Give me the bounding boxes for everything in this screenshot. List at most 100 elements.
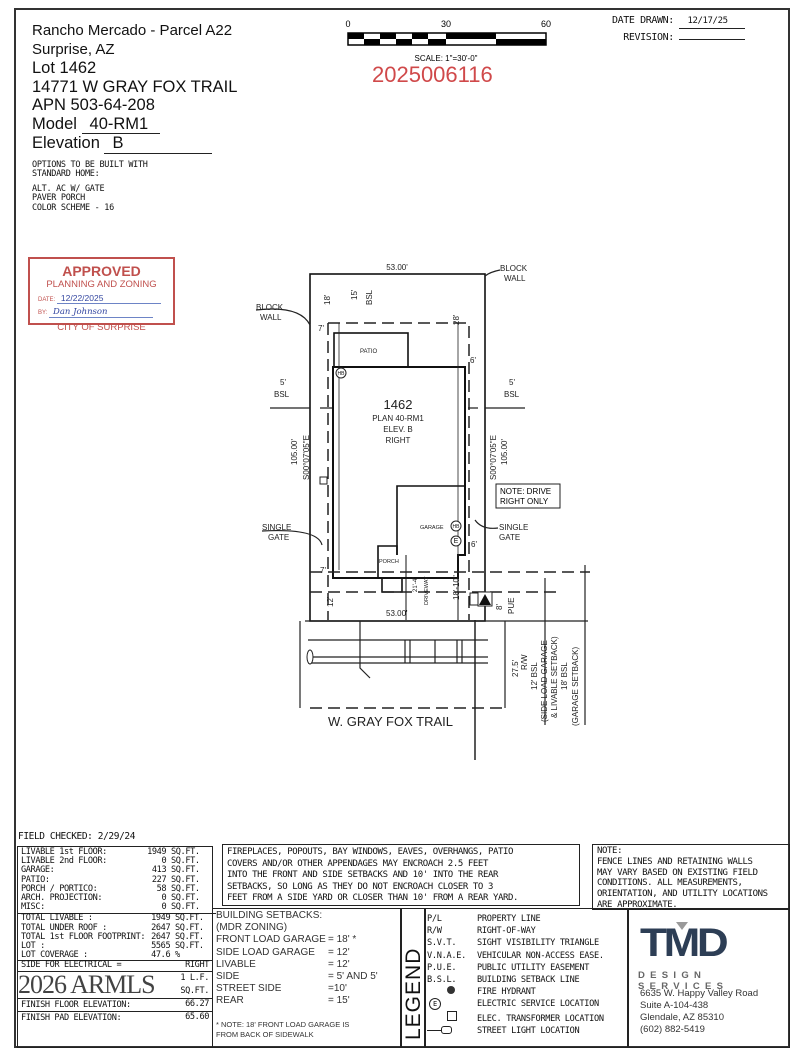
electrical-row: SIDE FOR ELECTRICAL =RIGHT: [18, 960, 212, 970]
stamp-subtitle: PLANNING AND ZONING: [46, 279, 157, 290]
model-label: Model: [32, 114, 77, 133]
street-light-icon: [427, 1025, 477, 1037]
setback-line: [328, 322, 470, 620]
electric-label: E: [454, 538, 459, 545]
area-label: MISC:: [21, 902, 45, 913]
dim-12-label: 12': [326, 596, 335, 607]
legend-item: FIRE HYDRANT: [427, 986, 604, 998]
note-line: INTO THE FRONT AND SIDE SETBACKS AND 10'…: [227, 870, 498, 880]
area-label: LIVABLE 1st FLOOR:: [21, 847, 107, 857]
address-line: Suite A-104-438: [640, 1000, 709, 1011]
setback-label: REAR: [216, 995, 244, 1007]
watermark: 2026 ARMLS: [18, 970, 156, 1000]
area-value: 0 SQ.FT.: [161, 893, 200, 904]
transformer-symbol-icon: [479, 594, 491, 605]
area-group-1: LIVABLE 1st FLOOR:1949 SQ.FT.LIVABLE 2nd…: [18, 847, 212, 912]
project-name: Rancho Mercado - Parcel A22: [32, 22, 233, 39]
legend-text: FIRE HYDRANT: [477, 987, 536, 998]
area-row: LOT :5565 SQ.FT.: [18, 941, 216, 952]
fire-hydrant-icon: [427, 986, 477, 998]
lot-number: Lot 1462: [32, 59, 97, 77]
elevation-label: Elevation: [32, 134, 100, 152]
stamp-signature: Dan Johnson: [49, 307, 154, 318]
area-value: 0 SQ.FT.: [161, 856, 200, 867]
area-label: GARAGE:: [21, 865, 55, 876]
legend-abbr: P/L: [427, 914, 442, 924]
area-row: TOTAL 1st FLOOR FOOTPRINT:2647 SQ.FT.: [18, 932, 216, 942]
legend-title: LEGEND: [402, 947, 425, 1040]
encroachment-note: FIREPLACES, POPOUTS, BAY WINDOWS, EAVES,…: [222, 844, 580, 906]
legend-item: P.U.E.PUBLIC UTILITY EASEMENT: [427, 962, 604, 974]
porch-label: PORCH: [379, 559, 399, 565]
setback-value: = 5' AND 5': [328, 971, 378, 983]
row-27-5-label: 27.5': [511, 659, 520, 677]
area-row: PORCH / PORTICO:58 SQ.FT.: [18, 883, 212, 894]
finish-floor-value: 66.27: [185, 999, 209, 1010]
area-value: 227 SQ.FT.: [151, 874, 200, 885]
legend-abbr: V.N.A.E.: [427, 950, 466, 961]
stamp-date: 12/22/2025: [56, 293, 161, 304]
divider: [424, 908, 426, 1048]
area-value: 1949 SQ.FT.: [151, 913, 204, 924]
area-row: TOTAL LIVABLE : 1949 SQ.FT.: [18, 914, 216, 924]
rw-label: R/W: [520, 654, 529, 670]
address: 14771 W GRAY FOX TRAIL: [32, 77, 238, 96]
area-label: ARCH. PROJECTION:: [21, 893, 103, 904]
divider: [400, 908, 402, 1048]
options-title: OPTIONS TO BE BUILT WITH STANDARD HOME:: [32, 159, 148, 179]
bsl-12-note-2: & LIVABLE SETBACK): [550, 636, 559, 718]
legend-text: STREET LIGHT LOCATION: [477, 1025, 580, 1036]
area-label: TOTAL LIVABLE :: [21, 913, 93, 924]
finish-pad-label: FINISH PAD ELEVATION:: [21, 1012, 122, 1023]
hose-bib-label: HB: [338, 371, 346, 377]
setback-label: SIDE: [216, 971, 240, 983]
bottom-band: [212, 908, 790, 1048]
legend-text: RIGHT-OF-WAY: [477, 926, 536, 937]
rear-18-label: 18': [323, 294, 332, 305]
dim-7-label: 7': [318, 324, 324, 333]
legend-abbr: B.S.L.: [427, 975, 457, 986]
stamp-date-row: DATE: 12/22/2025: [30, 293, 173, 304]
approval-stamp: APPROVED PLANNING AND ZONING DATE: 12/22…: [28, 257, 175, 333]
area-row: PATIO:227 SQ.FT.: [18, 874, 212, 885]
area-row: MISC: 0 SQ.FT.: [18, 903, 212, 912]
setback-row: LIVABLE= 12': [216, 959, 400, 971]
area-value: 58 SQ.FT.: [156, 883, 200, 894]
bsl-12-note: (SIDE LOAD GARAGE: [540, 640, 549, 722]
revision-value: [679, 29, 746, 40]
dim-28-label: 28': [452, 314, 461, 325]
electric-service-icon: [450, 535, 462, 547]
setbacks-title: BUILDING SETBACKS:: [216, 910, 323, 921]
note-line: CONDITIONS. ALL MEASUREMENTS,: [597, 878, 743, 889]
setbacks-note: * NOTE: 18' FRONT LOAD GARAGE IS FROM BA…: [216, 1019, 350, 1039]
area-value: 5565 SQ.FT.: [151, 941, 204, 952]
legend-text: VEHICULAR NON-ACCESS EASE.: [477, 950, 604, 961]
scale-label: SCALE: 1"=30'-0": [414, 54, 477, 63]
date-drawn-label: DATE DRAWN:: [612, 15, 674, 26]
area-row: ARCH. PROJECTION: 0 SQ.FT.: [18, 893, 212, 904]
legend-item: S.V.T.SIGHT VISIBILITY TRIANGLE: [427, 937, 604, 949]
scale-tick: 30: [441, 19, 451, 29]
left-setback-label: 5': [280, 378, 286, 387]
plan-name: PLAN 40-RM1: [372, 414, 424, 423]
legend-item: B.S.L.BUILDING SETBACK LINE: [427, 974, 604, 986]
plan-elevation: ELEV. B: [383, 425, 413, 434]
note-line: SETBACKS, SO LONG AS THEY DO NOT ENCROAC…: [227, 881, 493, 892]
field-checked: FIELD CHECKED: 2/29/24: [18, 831, 136, 842]
area-value: 0 SQ.FT.: [161, 902, 200, 913]
right-bearing-label: S00°07'05"E: [489, 435, 498, 480]
hose-bib-label: HB: [453, 524, 461, 530]
setback-row: STREET SIDE=10': [216, 983, 400, 995]
area-label: TOTAL UNDER ROOF :: [21, 922, 107, 933]
option-item: ALT. AC W/ GATE: [32, 183, 105, 194]
apn: APN 503-64-208: [32, 96, 155, 114]
dim-18-10-label: 18'-10": [452, 575, 461, 600]
scale-tick: 0: [345, 19, 350, 29]
company-address: 6635 W. Happy Valley Road Suite A-104-43…: [640, 988, 758, 1036]
obscured-rows: 2026 ARMLS 1 L.F. SQ.FT.: [18, 970, 212, 1000]
